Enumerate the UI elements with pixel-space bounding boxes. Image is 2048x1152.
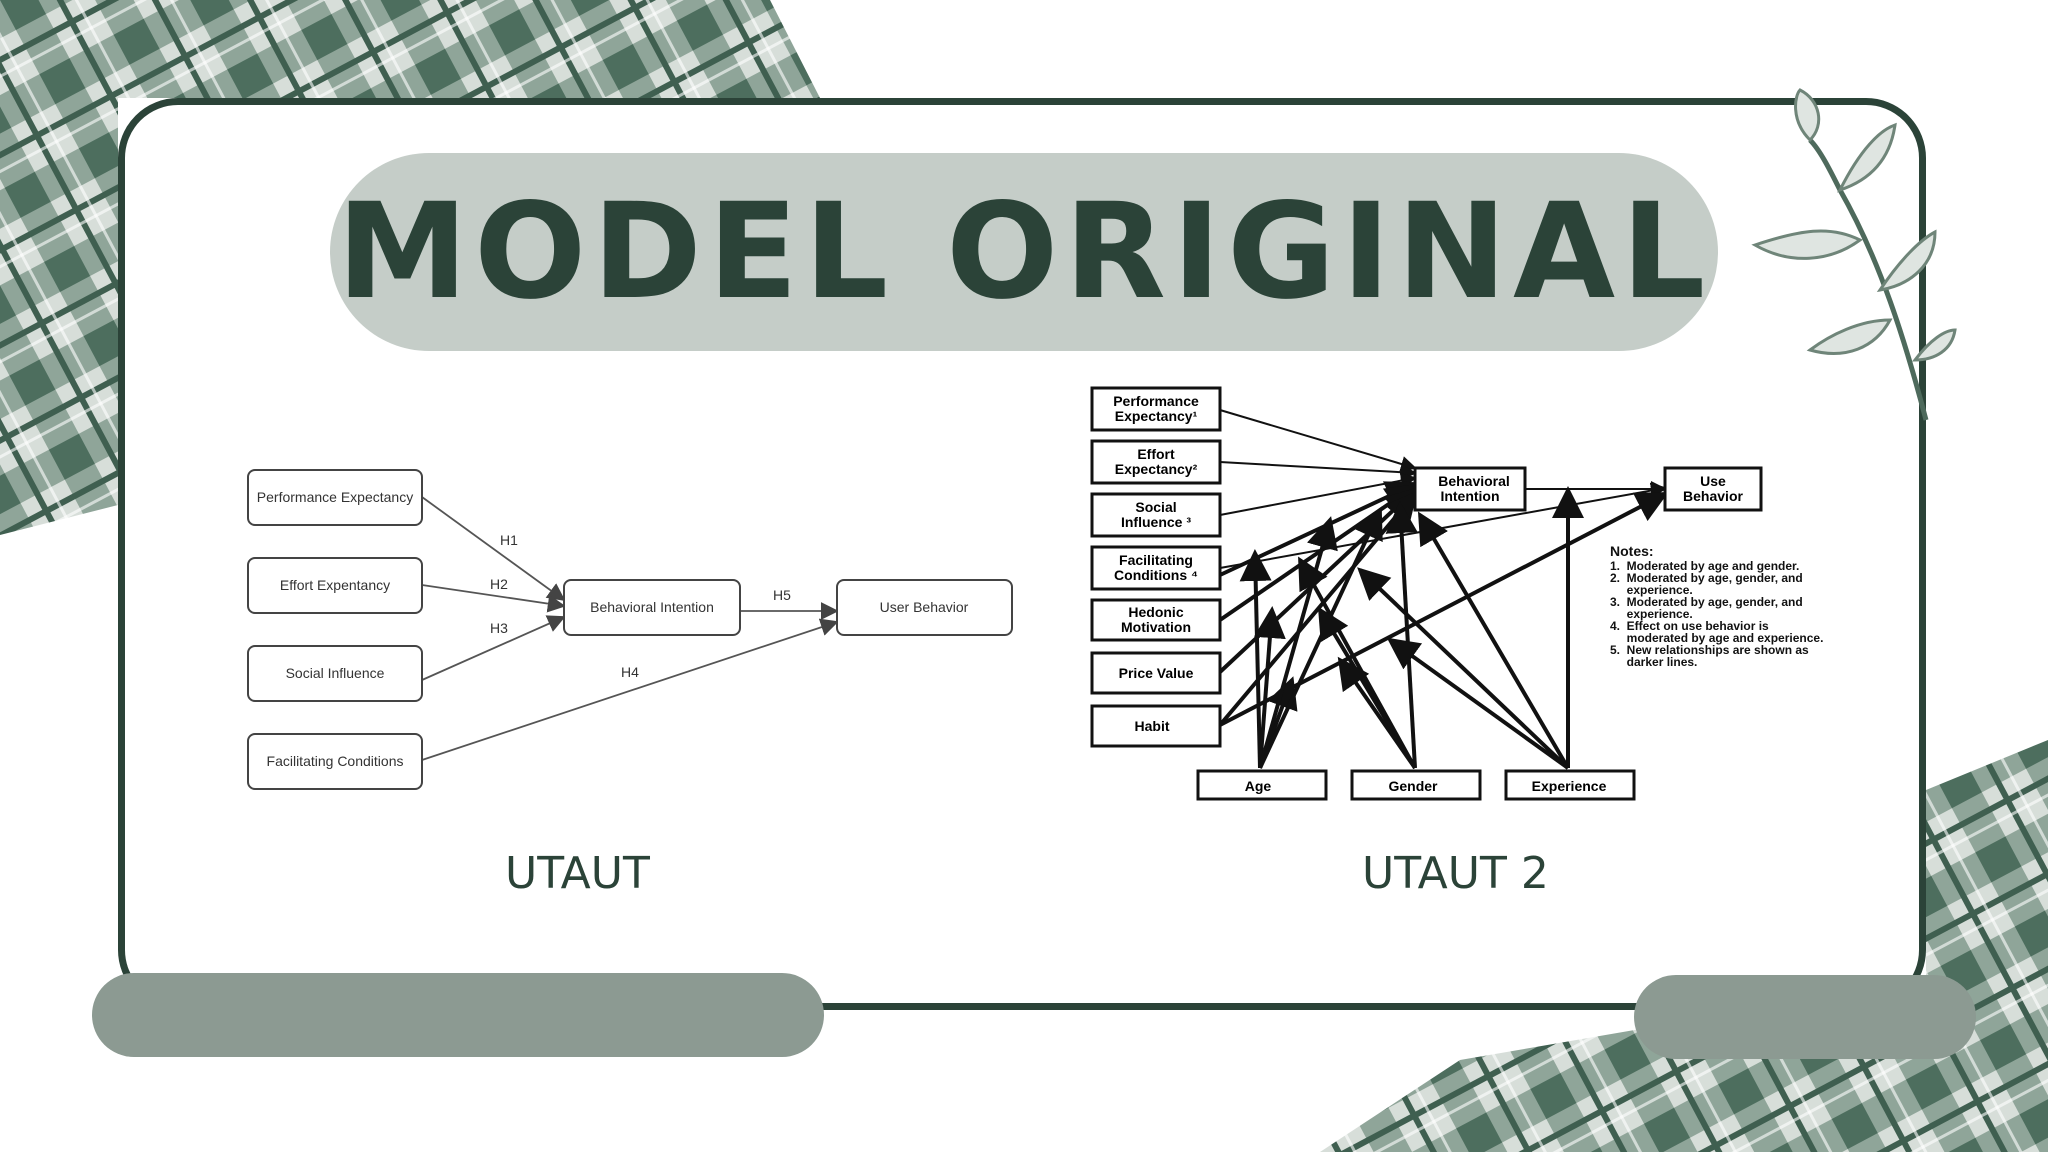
label2-gender: Gender (1388, 778, 1438, 794)
node-facilitating-conditions (247, 733, 423, 790)
plaid-top-left (0, 0, 820, 535)
edge-label-h3: H3 (490, 620, 508, 636)
node2-hedonic-motivation (1090, 598, 1222, 642)
label2-si-line1: Social (1135, 499, 1176, 515)
edge-h3 (421, 615, 566, 681)
note-line: moderated by age and experience. (1610, 631, 1823, 645)
label-user-behavior: User Behavior (880, 599, 969, 615)
label2-ee-line2: Expectancy² (1115, 461, 1198, 477)
edge-label-h2: H2 (490, 576, 508, 592)
edge-label-h4: H4 (621, 664, 639, 680)
label2-age: Age (1245, 778, 1272, 794)
notes-block: Notes: 1. Moderated by age and gender. 2… (1610, 543, 1823, 669)
label-behavioral-intention: Behavioral Intention (590, 599, 714, 615)
node2-price-value (1090, 651, 1222, 695)
node-effort-expectancy (247, 557, 423, 614)
label2-ub-line1: Use (1700, 473, 1726, 489)
label2-pe-line1: Performance (1113, 393, 1199, 409)
node2-use-behavior (1663, 466, 1763, 512)
note-line: darker lines. (1610, 655, 1697, 669)
note-line: experience. (1610, 607, 1693, 621)
label2-fc-line2: Conditions ⁴ (1114, 567, 1198, 583)
label-facilitating-conditions: Facilitating Conditions (267, 753, 404, 769)
node2-experience (1504, 769, 1636, 801)
caption-utaut: UTAUT (505, 848, 650, 899)
edge-h4 (421, 618, 839, 761)
label2-bi-line2: Intention (1440, 488, 1499, 504)
label2-ub-line2: Behavior (1683, 488, 1743, 504)
label2-price-value: Price Value (1119, 665, 1194, 681)
slide-title: MODEL ORIGINAL (336, 175, 1712, 329)
label2-fc-line1: Facilitating (1119, 552, 1193, 568)
label2-habit: Habit (1135, 718, 1170, 734)
label2-hm-line2: Motivation (1121, 619, 1191, 635)
node-behavioral-intention (563, 579, 741, 636)
node2-performance-expectancy (1090, 386, 1222, 432)
node2-social-influence (1090, 492, 1222, 538)
node2-gender (1350, 769, 1482, 801)
label2-ee-line1: Effort (1137, 446, 1175, 462)
note-line: 2. Moderated by age, gender, and (1610, 571, 1803, 585)
bottom-left-bar (92, 973, 824, 1057)
edge-h2 (421, 584, 566, 613)
node-user-behavior (836, 579, 1013, 636)
label2-bi-line1: Behavioral (1438, 473, 1510, 489)
label2-pe-line2: Expectancy¹ (1115, 408, 1198, 424)
label-performance-expectancy: Performance Expectancy (257, 489, 413, 505)
node-performance-expectancy (247, 469, 423, 526)
label2-hm-line1: Hedonic (1128, 604, 1183, 620)
edge-label-h5: H5 (773, 587, 791, 603)
note-line: experience. (1610, 583, 1693, 597)
note-line: 5. New relationships are shown as (1610, 643, 1809, 657)
title-banner: MODEL ORIGINAL (330, 153, 1718, 351)
node2-age (1196, 769, 1328, 801)
label2-experience: Experience (1532, 778, 1607, 794)
node2-facilitating-conditions (1090, 545, 1222, 591)
note-line: 1. Moderated by age and gender. (1610, 559, 1799, 573)
bottom-right-bar (1634, 975, 1976, 1059)
node2-effort-expectancy (1090, 439, 1222, 485)
caption-utaut2: UTAUT 2 (1362, 848, 1549, 899)
note-line: 4. Effect on use behavior is (1610, 619, 1769, 633)
note-line: 3. Moderated by age, gender, and (1610, 595, 1803, 609)
notes-title: Notes: (1610, 543, 1654, 559)
edge-h1 (421, 496, 566, 602)
label2-si-line2: Influence ³ (1121, 514, 1191, 530)
node-social-influence (247, 645, 423, 702)
edge-label-h1: H1 (500, 532, 518, 548)
node2-behavioral-intention (1413, 466, 1527, 512)
label-effort-expectancy: Effort Expentancy (280, 577, 390, 593)
node2-habit (1090, 704, 1222, 748)
label-social-influence: Social Influence (286, 665, 385, 681)
